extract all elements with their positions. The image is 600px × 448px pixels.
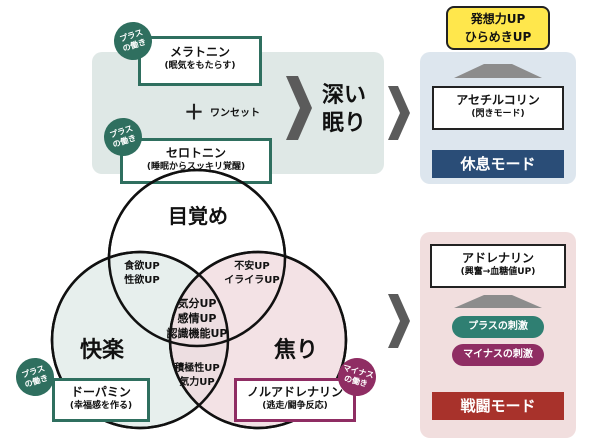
deep-sleep-line2: 眠り [321, 111, 366, 136]
overlap-line1: 不安UP [234, 261, 270, 272]
acetylcholine-title: アセチルコリン [456, 93, 540, 107]
minus-stimulus-pill: マイナスの刺激 [452, 344, 544, 366]
deep-sleep-label: 深い 眠り [314, 82, 374, 138]
chevron-right-icon [286, 76, 312, 140]
venn-center-overlap: 気分UP 感情UP 認識機能UP [156, 296, 238, 341]
dopamine-box: ドーパミン (幸福感を作る) [52, 378, 150, 422]
up-arrow-icon [454, 64, 542, 78]
bottom-line1: 積極性UP [174, 363, 220, 374]
serotonin-title: セロトニン [165, 146, 226, 160]
up-arrow-icon [454, 295, 542, 308]
deep-sleep-line1: 深い [321, 83, 366, 108]
chevron-right-icon [388, 86, 410, 140]
acetylcholine-box: アセチルコリン (閃きモード) [432, 86, 564, 130]
melatonin-box: メラトニン (眠気をもたらす) [138, 36, 262, 86]
melatonin-title: メラトニン [169, 45, 230, 59]
overlap-line2: 性欲UP [124, 275, 160, 286]
plus-sign: ＋ [184, 100, 204, 124]
center-line3: 認識機能UP [166, 327, 228, 340]
idea-highlight: 発想力UP ひらめきUP [446, 6, 550, 50]
serotonin-box: セロトニン (睡眠からスッキリ覚醒) [120, 138, 272, 184]
rest-mode-label: 休息モード [432, 150, 564, 178]
venn-circle-right-outline [168, 250, 348, 430]
dopamine-title: ドーパミン [71, 385, 131, 399]
chevron-right-icon [388, 294, 410, 348]
plus-stimulus-pill: プラスの刺激 [452, 316, 544, 338]
venn-bottom-overlap: 積極性UP 気力UP [164, 362, 230, 390]
serotonin-sub: (睡眠からスッキリ覚醒) [146, 162, 246, 172]
idea-line2: ひらめきUP [464, 30, 532, 44]
venn-circle-left-outline [50, 250, 230, 430]
adrenaline-box: アドレナリン (興奮→血糖値UP) [430, 244, 566, 288]
bottom-line2: 気力UP [179, 377, 215, 388]
venn-left-label: 快楽 [79, 338, 124, 363]
venn-top-right-overlap: 不安UP イライラUP [214, 260, 290, 288]
noradrenaline-box: ノルアドレナリン (逃走/闘争反応) [234, 378, 356, 422]
idea-line1: 発想力UP [470, 12, 526, 26]
melatonin-sub: (眠気をもたらす) [164, 61, 236, 71]
venn-right-label: 焦り [273, 338, 318, 363]
adrenaline-sub: (興奮→血糖値UP) [460, 267, 536, 277]
noradrenaline-sub: (逃走/闘争反応) [262, 401, 328, 411]
venn-top-label: 目覚め [168, 204, 228, 228]
center-line1: 気分UP [177, 297, 217, 310]
noradrenaline-title: ノルアドレナリン [246, 385, 343, 399]
one-set-label: ワンセット [210, 108, 260, 119]
venn-top-left-overlap: 食欲UP 性欲UP [112, 260, 172, 288]
overlap-line1: 食欲UP [124, 261, 160, 272]
acetylcholine-sub: (閃きモード) [471, 109, 525, 119]
center-line2: 感情UP [177, 312, 217, 325]
dopamine-sub: (幸福感を作る) [69, 401, 133, 411]
overlap-line2: イライラUP [224, 275, 280, 286]
adrenaline-title: アドレナリン [461, 251, 534, 265]
fight-mode-label: 戦闘モード [432, 392, 564, 420]
